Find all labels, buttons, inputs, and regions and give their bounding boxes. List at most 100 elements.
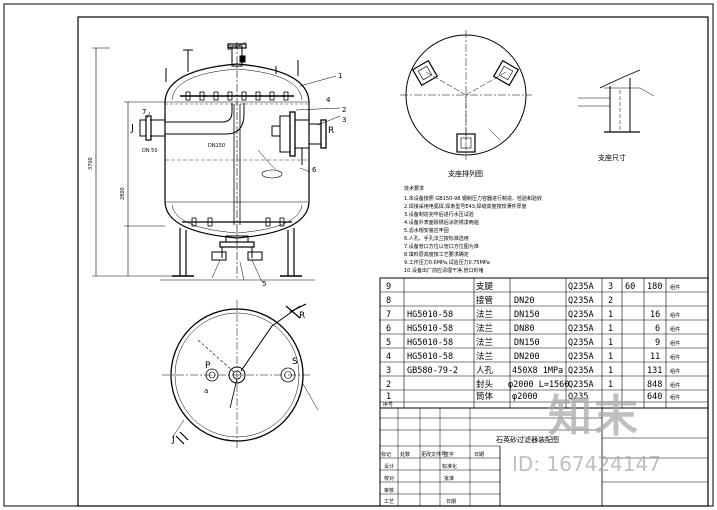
vessel-plan-view [162,300,319,450]
parts-row: 5 HG5010-58 法兰 DN150 Q235A 1 9 组件 [386,337,680,348]
part-spec: DN150 [514,338,540,348]
parts-row: 1 筒体 φ2000 Q235 640 组件 [386,391,680,402]
support-detail-title: 支座尺寸 [598,153,626,162]
tb-date: 日期 [474,452,484,458]
part-material: Q235A [568,282,594,292]
tb-design: 设计 [384,463,394,470]
part-note: 组件 [670,354,680,361]
part-qty: 1 [608,338,613,348]
title-block-grid [379,407,709,507]
note-line: 10.设备出厂前应清理干净,管口封堵 [404,267,484,274]
balloon-4: 4 [326,96,331,104]
tb-process: 工艺 [384,499,394,505]
dim-overall-height: 3700 [88,157,94,170]
part-qty: 1 [608,310,613,320]
part-name: 法兰 [476,323,493,334]
parts-row: 7 HG5010-58 法兰 DN150 Q235A 1 16 组件 [386,309,680,320]
part-material: Q235A [568,324,594,334]
balloon-3: 3 [342,116,346,124]
note-line: 3.设备制造完毕后进行水压试验 [404,211,474,218]
support-detail-view [578,69,655,133]
part-spec: φ2000 [512,392,538,402]
note-line: 9.工作压力0.6MPa,试验压力0.75MPa [404,259,490,266]
tb-check: 校对 [384,475,394,482]
note-line: 8.填料层高度按工艺要求确定 [404,251,469,258]
part-name: 封头 [476,379,494,390]
dim-shell-height: 2800 [120,187,126,200]
part-no: 3 [386,366,391,376]
part-name: 法兰 [476,351,493,362]
nozzle-r-plan: R [299,311,305,321]
watermark-id: ID: 167424147 [512,452,661,476]
part-note: 组件 [670,284,680,291]
balloon-5: 5 [262,280,266,288]
part-total-weight: 131 [647,366,662,376]
part-note: 组件 [670,382,680,389]
tb-standardization: 标准化 [442,463,457,470]
part-material: Q235A [568,380,594,390]
note-line: 7.设备管口方位以管口方位图为准 [404,243,479,250]
part-note: 组件 [670,394,680,401]
nozzle-j-plan: J [171,435,175,445]
part-qty: 1 [608,352,613,362]
part-balloons: 1 2 3 4 5 6 7 8 [142,44,346,288]
part-unit-weight: 60 [625,282,635,292]
parts-row: 9 支腿 Q235A 3 60 180 组件 [386,281,680,292]
part-name: 人孔 [476,366,494,376]
part-spec: 450X8 1MPa [512,366,563,376]
parts-header-no: 序号 [383,401,393,408]
part-material: Q235A [568,296,594,306]
tb-signature: 签字 [444,451,454,458]
part-material: Q235A [568,310,594,320]
parts-row: 4 HG5010-58 法兰 DN200 Q235A 1 11 组件 [386,351,680,362]
note-line: 2.焊接采用电弧焊,焊条型号E43,焊缝高度按较薄件厚度 [404,203,526,210]
part-spec: DN150 [514,310,540,320]
nozzle-a-plan: a [204,387,208,395]
part-spec: DN20 [514,296,534,306]
tb-mark: 标记 [381,451,391,458]
balloon-2: 2 [342,106,346,114]
part-no: 8 [386,296,391,306]
part-standard: HG5010-58 [407,338,453,348]
part-total-weight: 16 [650,310,660,320]
dn50-label: DN 50 [142,148,158,154]
balloon-1: 1 [338,72,342,80]
part-qty: 1 [608,366,613,376]
tb-count: 处数 [400,451,410,458]
support-plan-title: 支座排列图 [448,169,483,178]
part-no: 5 [386,338,391,348]
part-material: Q235 [568,392,588,402]
support-arrangement-view [400,30,532,160]
nozzle-p-plan: P [205,361,211,371]
tb-approve: 批准 [444,475,454,482]
tb-review: 审核 [384,487,394,494]
part-total-weight: 11 [650,352,660,362]
part-name: 筒体 [476,391,494,402]
part-no: 9 [386,282,391,292]
part-name: 法兰 [476,309,493,320]
balloon-6: 6 [312,166,317,174]
part-spec: DN80 [514,324,534,334]
part-no: 6 [386,324,391,334]
part-qty: 2 [608,296,613,306]
part-standard: HG5010-58 [407,352,453,362]
part-standard: HG5010-58 [407,310,453,320]
technical-notes: 技术要求 1.本设备按照 GB150-98 钢制压力容器进行制造、检验和验收 2… [404,185,542,274]
part-material: Q235A [568,366,594,376]
title-block: 石英砂过滤器装配图 标记 处数 更改文件号 签字 日期 设计 标准化 校对 批准… [381,435,559,505]
watermark-logo: 知末 [548,391,640,442]
parts-row: 3 GB580-79-2 人孔 450X8 1MPa Q235A 1 131 组… [386,366,680,376]
part-note: 组件 [670,312,680,319]
part-qty: 1 [608,324,613,334]
dn150-label: DN150 [208,143,225,149]
note-line: 4.设备外表面除锈后涂防锈漆两遍 [404,219,479,226]
part-note: 组件 [670,340,680,347]
part-no: 2 [386,380,391,390]
note-line: 1.本设备按照 GB150-98 钢制压力容器进行制造、检验和验收 [404,195,542,202]
parts-row: 2 封头 φ2000 L=1560 Q235A 1 848 组件 [386,379,680,390]
part-total-weight: 6 [655,324,660,334]
part-note: 组件 [670,326,680,333]
nozzle-j: J [130,123,134,134]
balloon-8: 8 [227,44,231,52]
